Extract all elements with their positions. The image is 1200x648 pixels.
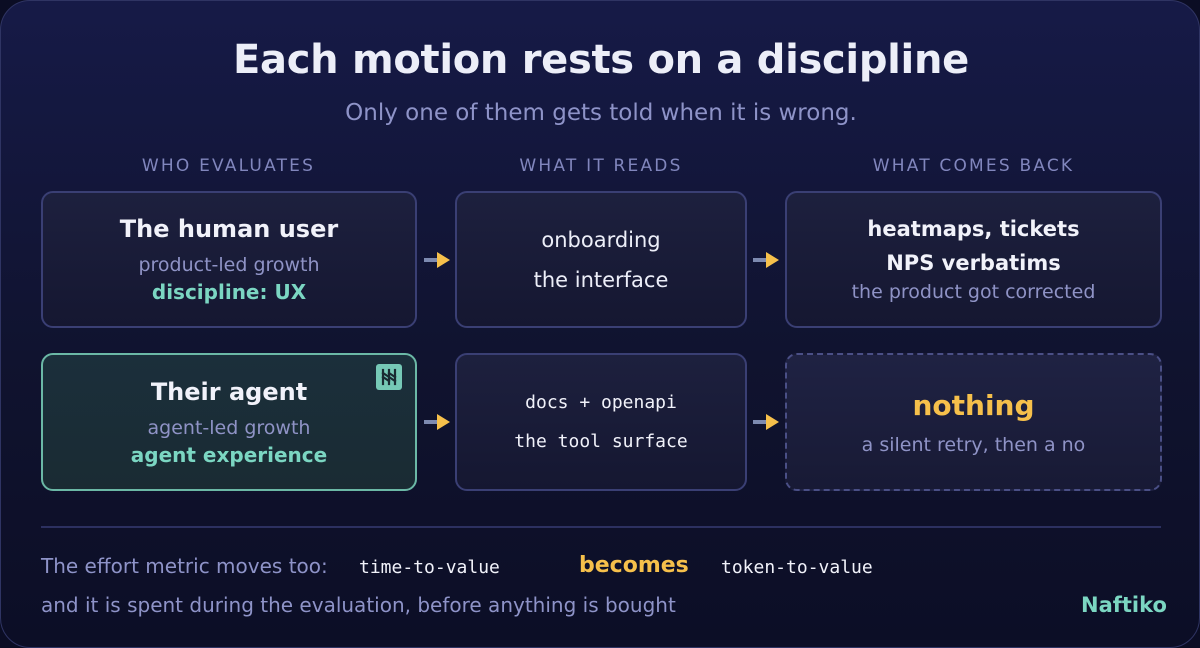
evaluator-name: Their agent xyxy=(150,377,308,406)
footer-line-2: and it is spent during the evaluation, b… xyxy=(41,593,676,617)
what-comes-back-card-agent: nothing a silent retry, then a no xyxy=(785,353,1162,491)
what-comes-back-card-human: heatmaps, tickets NPS verbatims the prod… xyxy=(785,191,1162,328)
discipline-label: discipline: UX xyxy=(151,280,307,304)
feedback-headline: nothing xyxy=(912,388,1035,422)
evaluator-name: The human user xyxy=(119,215,339,243)
naftiko-logo-icon xyxy=(376,364,402,390)
becomes-label: becomes xyxy=(579,553,689,578)
what-it-reads-card-human: onboarding the interface xyxy=(455,191,747,328)
page-title: Each motion rests on a discipline xyxy=(233,37,969,83)
arrow-right-icon xyxy=(424,414,450,430)
arrow-right-icon xyxy=(753,414,779,430)
read-item: the interface xyxy=(533,267,669,292)
arrow-right-icon xyxy=(753,252,779,268)
divider xyxy=(41,526,1161,528)
page-subtitle: Only one of them gets told when it is wr… xyxy=(345,100,857,126)
feedback-note: a silent retry, then a no xyxy=(861,433,1086,456)
growth-model: agent-led growth xyxy=(147,416,311,439)
brand-name: Naftiko xyxy=(1081,593,1167,617)
feedback-item: heatmaps, tickets xyxy=(867,216,1080,241)
human-user-card: The human user product-led growth discip… xyxy=(41,191,417,328)
growth-model: product-led growth xyxy=(138,254,320,276)
what-it-reads-card-agent: docs + openapi the tool surface xyxy=(455,353,747,491)
column-header-what-it-reads: WHAT IT READS xyxy=(519,156,683,176)
agent-card: Their agent agent-led growth agent exper… xyxy=(41,353,417,491)
to-metric: token-to-value xyxy=(721,557,873,578)
feedback-note: the product got corrected xyxy=(851,280,1096,303)
feedback-item: NPS verbatims xyxy=(886,250,1061,275)
column-header-who-evaluates: WHO EVALUATES xyxy=(141,156,316,176)
discipline-label: agent experience xyxy=(130,442,328,467)
read-item: docs + openapi xyxy=(525,392,677,413)
read-item: the tool surface xyxy=(514,431,688,452)
arrow-right-icon xyxy=(424,252,450,268)
read-item: onboarding xyxy=(541,227,661,252)
column-header-what-comes-back: WHAT COMES BACK xyxy=(872,156,1075,176)
from-metric: time-to-value xyxy=(359,557,500,578)
footer-line-1: The effort metric moves too: xyxy=(41,554,328,578)
